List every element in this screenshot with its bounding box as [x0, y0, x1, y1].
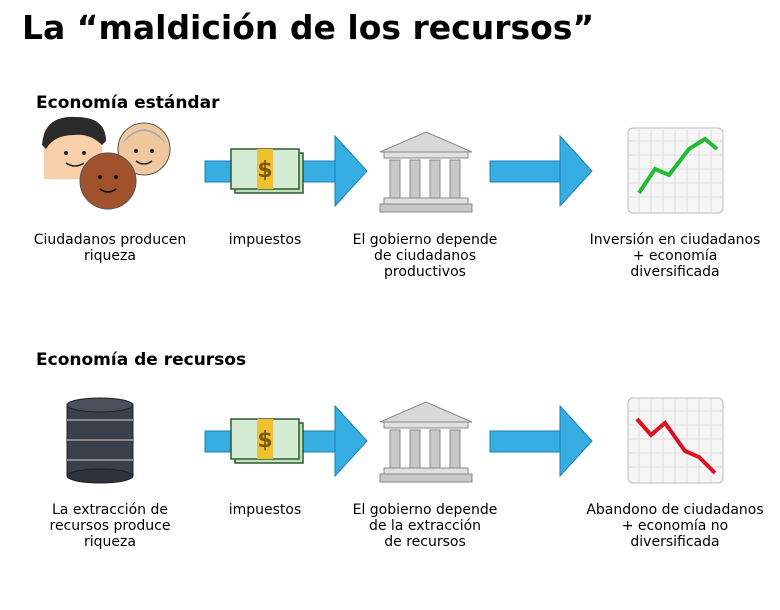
- oil-barrel-icon: [64, 396, 136, 486]
- caption-citizens-produce-wealth: Ciudadanos producen riqueza: [33, 232, 187, 264]
- money-bills-icon: $: [230, 418, 306, 466]
- caption-extraction-produces-wealth: La extracción de recursos produce riquez…: [49, 502, 171, 550]
- caption-result: Inversión en ciudadanos + economía diver…: [589, 232, 761, 280]
- caption-government-depends: El gobierno depende de ciudadanos produc…: [352, 232, 498, 280]
- section-heading-standard-economy: Economía estándar: [36, 93, 220, 113]
- dollar-sign: $: [257, 428, 272, 453]
- flow-arrow-result: [489, 134, 593, 208]
- caption-government-depends: El gobierno depende de la extracción de …: [352, 502, 498, 550]
- trend-up-chart-icon: [627, 127, 724, 215]
- citizens-faces-icon: [40, 115, 175, 215]
- caption-taxes: impuestos: [228, 502, 302, 518]
- caption-taxes: impuestos: [228, 232, 302, 248]
- government-building-icon: [378, 130, 474, 214]
- caption-result: Abandono de ciudadanos + economía no div…: [586, 502, 764, 550]
- trend-down-chart-icon: [627, 397, 724, 485]
- page-title: La “maldición de los recursos”: [22, 8, 595, 47]
- dollar-sign: $: [257, 158, 272, 183]
- government-building-icon: [378, 400, 474, 484]
- flow-arrow-result: [489, 404, 593, 478]
- money-bills-icon: $: [230, 148, 306, 196]
- section-heading-resource-economy: Economía de recursos: [36, 350, 247, 370]
